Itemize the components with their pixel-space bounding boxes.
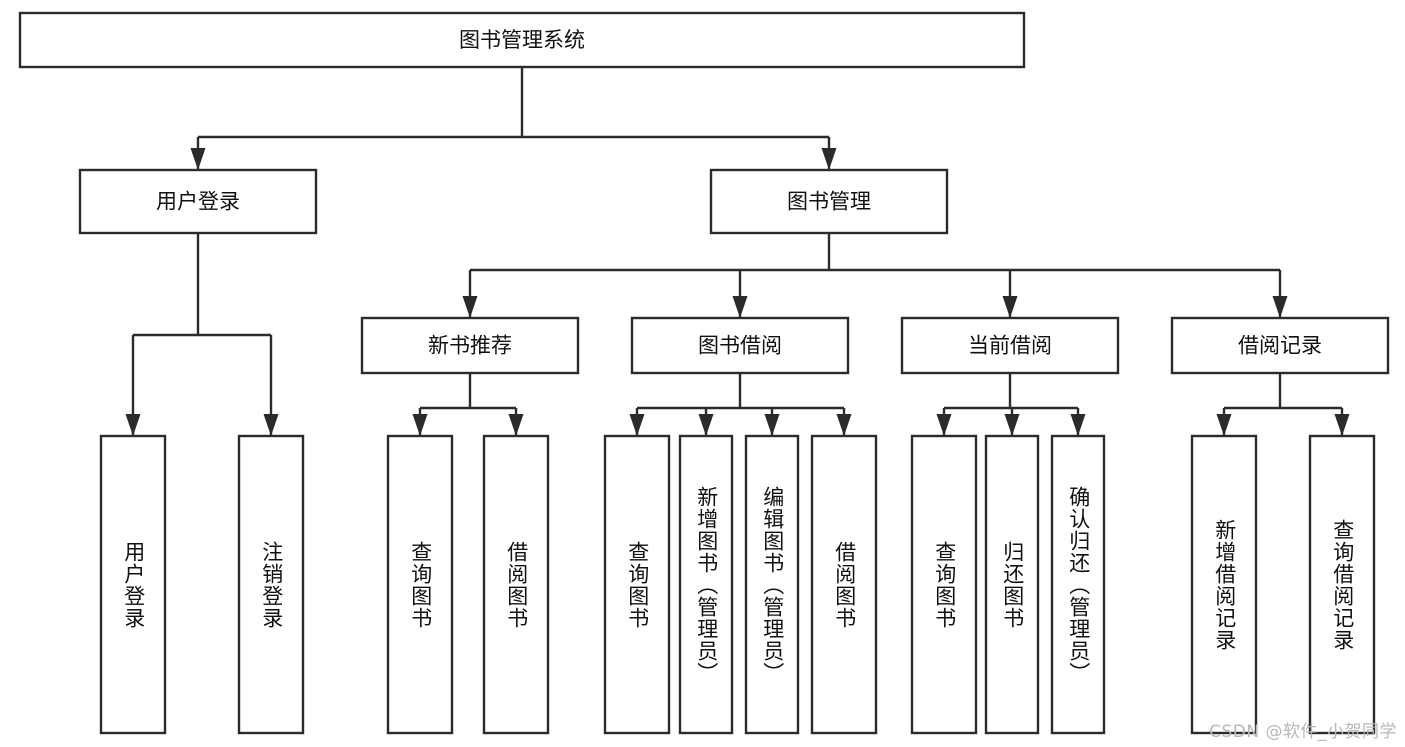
arrow-head	[764, 414, 780, 436]
node-label-new-book-recommend: 新书推荐	[428, 334, 512, 358]
node-box-leaf-query-book-3[interactable]	[910, 434, 978, 735]
node-box-leaf-logout[interactable]	[237, 434, 305, 735]
node-box-leaf-return-book[interactable]	[984, 434, 1040, 735]
node-box-leaf-edit-book[interactable]	[744, 434, 800, 735]
node-box-leaf-add-book[interactable]	[678, 434, 734, 735]
node-box-borrow-record[interactable]	[1170, 316, 1390, 375]
node-box-leaf-add-record[interactable]	[1190, 434, 1258, 735]
arrow-head	[821, 148, 837, 170]
connector-layer	[125, 67, 1350, 436]
arrow-head	[462, 296, 478, 318]
node-box-new-book-recommend[interactable]	[360, 316, 580, 375]
node-box-leaf-borrow-book-1[interactable]	[482, 434, 550, 735]
node-label-user-login: 用户登录	[156, 190, 240, 214]
arrow-head	[412, 414, 428, 436]
arrow-head	[508, 414, 524, 436]
arrow-head	[1002, 296, 1018, 318]
arrow-head	[263, 414, 279, 436]
node-label-borrow-record: 借阅记录	[1238, 334, 1322, 358]
arrow-head	[629, 414, 645, 436]
arrow-head	[190, 148, 206, 170]
node-label-book-borrow: 图书借阅	[698, 334, 782, 358]
node-box-leaf-query-record[interactable]	[1308, 434, 1376, 735]
arrow-head	[1334, 414, 1350, 436]
arrow-head	[836, 414, 852, 436]
node-box-leaf-query-book-1[interactable]	[386, 434, 454, 735]
node-box-root[interactable]	[18, 11, 1026, 69]
node-label-current-borrow: 当前借阅	[968, 334, 1052, 358]
arrow-head	[1004, 414, 1020, 436]
node-box-user-login[interactable]	[78, 168, 318, 235]
node-box-leaf-user-login[interactable]	[99, 434, 167, 735]
node-box-book-manage[interactable]	[709, 168, 949, 235]
node-label-root: 图书管理系统	[459, 28, 585, 52]
node-box-leaf-query-book-2[interactable]	[603, 434, 671, 735]
arrow-head	[125, 414, 141, 436]
node-box-leaf-borrow-book-2[interactable]	[810, 434, 878, 735]
watermark: CSDN @软件_小贺同学	[1209, 722, 1397, 742]
node-box-leaf-confirm-return[interactable]	[1050, 434, 1106, 735]
arrow-head	[1272, 296, 1288, 318]
node-box-book-borrow[interactable]	[630, 316, 850, 375]
arrow-head	[732, 296, 748, 318]
arrow-head	[698, 414, 714, 436]
arrow-head	[936, 414, 952, 436]
node-label-book-manage: 图书管理	[787, 190, 871, 214]
node-box-current-borrow[interactable]	[900, 316, 1120, 375]
node-box-layer	[18, 11, 1390, 735]
arrow-head	[1216, 414, 1232, 436]
arrow-head	[1070, 414, 1086, 436]
